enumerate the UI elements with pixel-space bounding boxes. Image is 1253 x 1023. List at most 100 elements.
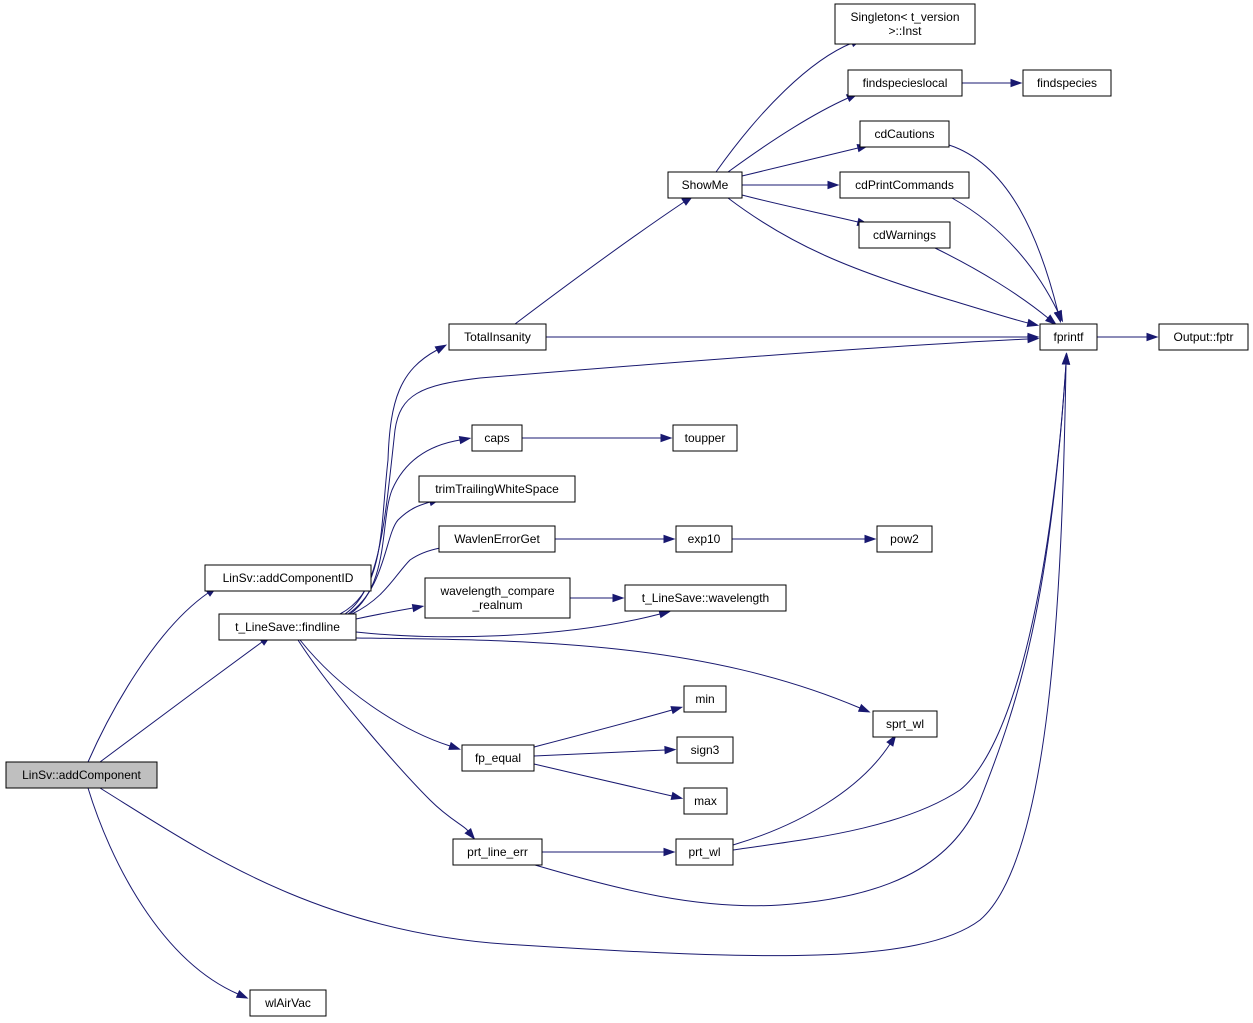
node-box[interactable]: [471, 424, 523, 452]
arrow-head-icon: [612, 593, 625, 603]
node-ShowMe[interactable]: ShowMe: [667, 171, 743, 199]
arrow-head-icon: [1061, 352, 1071, 365]
edge-line: [732, 363, 1067, 851]
arrow-head-icon: [1026, 318, 1040, 327]
node-t_wavelength[interactable]: t_LineSave::wavelength: [624, 584, 787, 612]
node-cdWarnings[interactable]: cdWarnings: [858, 221, 951, 249]
edge-findline-to-wavelength_compare: [355, 603, 425, 620]
node-label: min: [695, 692, 714, 706]
edge-findline-to-caps: [349, 435, 472, 615]
node-min[interactable]: min: [683, 685, 727, 713]
node-box[interactable]: [675, 525, 733, 553]
node-addComponentID[interactable]: LinSv::addComponentID: [204, 564, 372, 592]
node-Singleton[interactable]: Singleton< t_version>::Inst: [834, 3, 976, 45]
edge-line: [355, 637, 861, 709]
node-box[interactable]: [859, 120, 950, 148]
node-wlAirVac[interactable]: wlAirVac: [249, 989, 327, 1017]
edge-line: [297, 639, 469, 832]
edge-line: [951, 197, 1059, 313]
node-max[interactable]: max: [683, 787, 728, 815]
node-box[interactable]: [667, 171, 743, 199]
node-label: Singleton< t_version: [850, 10, 959, 24]
node-box[interactable]: [249, 989, 327, 1017]
node-box[interactable]: [858, 221, 951, 249]
edge-findline-to-fprintf: [344, 334, 1040, 615]
edge-cdPrintCommands-to-fprintf: [951, 197, 1064, 323]
node-box[interactable]: [424, 577, 571, 619]
node-addComponent[interactable]: LinSv::addComponent: [5, 761, 158, 789]
edge-line: [299, 639, 451, 747]
node-box[interactable]: [676, 736, 734, 764]
edge-addComponent-to-addComponentID: [87, 586, 218, 763]
edge-findline-to-sprt_wl: [355, 637, 871, 713]
node-box[interactable]: [683, 787, 728, 815]
node-fp_equal[interactable]: fp_equal: [461, 744, 535, 772]
node-box[interactable]: [1022, 69, 1112, 97]
arrow-head-icon: [857, 703, 871, 713]
node-box[interactable]: [204, 564, 372, 592]
arrow-head-icon: [664, 745, 677, 755]
node-pow2[interactable]: pow2: [876, 525, 933, 553]
node-box[interactable]: [847, 69, 963, 97]
edge-line: [99, 641, 263, 763]
node-label: WavlenErrorGet: [454, 532, 540, 546]
node-box[interactable]: [834, 3, 976, 45]
arrow-head-icon: [886, 734, 897, 747]
node-cdCautions[interactable]: cdCautions: [859, 120, 950, 148]
node-trimTrailingWhiteSpace[interactable]: trimTrailingWhiteSpace: [418, 475, 576, 503]
node-box[interactable]: [1158, 323, 1249, 351]
node-box[interactable]: [438, 525, 556, 553]
node-box[interactable]: [1039, 323, 1098, 351]
node-box[interactable]: [839, 171, 970, 199]
node-toupper[interactable]: toupper: [672, 424, 738, 452]
node-label: pow2: [890, 532, 919, 546]
node-box[interactable]: [876, 525, 933, 553]
arrow-head-icon: [660, 433, 673, 443]
node-box[interactable]: [672, 424, 738, 452]
node-caps[interactable]: caps: [471, 424, 523, 452]
node-sprt_wl[interactable]: sprt_wl: [872, 710, 938, 738]
arrow-head-icon: [1054, 309, 1064, 323]
node-cdPrintCommands[interactable]: cdPrintCommands: [839, 171, 970, 199]
edge-line: [87, 787, 239, 995]
arrow-head-icon: [658, 610, 672, 619]
edge-fprintf-to-Output_fptr: [1097, 332, 1159, 342]
node-prt_wl[interactable]: prt_wl: [675, 838, 734, 866]
node-label: sign3: [691, 743, 720, 757]
node-box[interactable]: [448, 323, 547, 351]
node-box[interactable]: [675, 838, 734, 866]
node-fprintf[interactable]: fprintf: [1039, 323, 1098, 351]
node-WavlenErrorGet[interactable]: WavlenErrorGet: [438, 525, 556, 553]
node-label: caps: [484, 431, 509, 445]
node-wavelength_compare[interactable]: wavelength_compare_realnum: [424, 577, 571, 619]
edge-caps-to-toupper: [522, 433, 673, 443]
node-box[interactable]: [218, 613, 357, 641]
node-box[interactable]: [683, 685, 727, 713]
edge-line: [533, 763, 673, 797]
node-box[interactable]: [872, 710, 938, 738]
node-box[interactable]: [5, 761, 158, 789]
node-findline[interactable]: t_LineSave::findline: [218, 613, 357, 641]
node-findspecies[interactable]: findspecies: [1022, 69, 1112, 97]
node-label: fprintf: [1053, 330, 1084, 344]
node-exp10[interactable]: exp10: [675, 525, 733, 553]
node-sign3[interactable]: sign3: [676, 736, 734, 764]
node-prt_line_err[interactable]: prt_line_err: [452, 838, 543, 866]
node-box[interactable]: [624, 584, 787, 612]
node-Output_fptr[interactable]: Output::fptr: [1158, 323, 1249, 351]
node-label: exp10: [688, 532, 721, 546]
arrow-head-icon: [448, 741, 461, 750]
node-label: TotalInsanity: [464, 330, 531, 344]
node-TotalInsanity[interactable]: TotalInsanity: [448, 323, 547, 351]
node-box[interactable]: [461, 744, 535, 772]
edge-prt_wl-to-fprintf: [732, 352, 1071, 851]
node-label: wlAirVac: [264, 996, 311, 1010]
edge-fp_equal-to-max: [533, 763, 684, 800]
node-findspecieslocal[interactable]: findspecieslocal: [847, 69, 963, 97]
node-box[interactable]: [418, 475, 576, 503]
arrow-head-icon: [1027, 332, 1040, 342]
edge-line: [948, 144, 1059, 313]
edge-exp10-to-pow2: [732, 534, 877, 544]
node-box[interactable]: [452, 838, 543, 866]
